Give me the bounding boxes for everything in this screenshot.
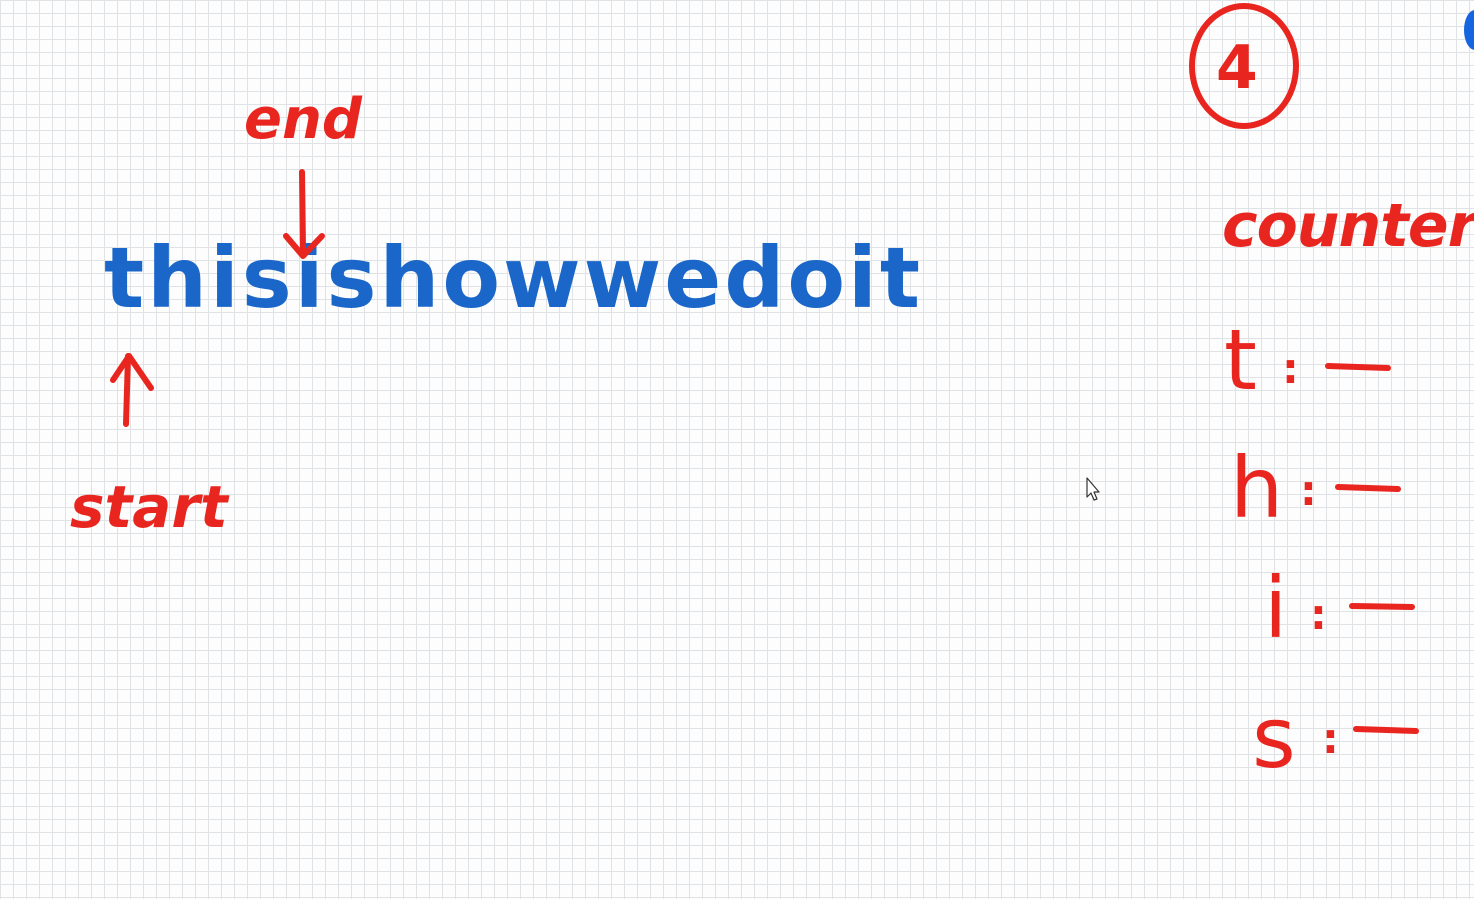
start-label: start xyxy=(70,473,228,541)
counter-letter-t: t xyxy=(1224,311,1257,409)
arrow-up-icon xyxy=(110,353,154,427)
mouse-cursor-icon xyxy=(1086,477,1100,501)
counter-separator: : xyxy=(1310,590,1327,639)
counter-separator: : xyxy=(1282,344,1299,393)
counter-separator: : xyxy=(1300,466,1317,515)
step-number: 4 xyxy=(1216,33,1258,103)
counter-blank-lines xyxy=(1325,363,1419,734)
end-label: end xyxy=(244,87,362,152)
counter-title: counter xyxy=(1222,191,1474,261)
sentence-text: thisishowwedoit xyxy=(104,229,924,327)
counter-separator: : xyxy=(1322,714,1339,763)
counter-letter-h: h xyxy=(1230,439,1284,537)
counter-letter-s: s xyxy=(1252,689,1296,787)
toolbar-button[interactable] xyxy=(1464,10,1474,50)
arrow-down-icon xyxy=(283,169,325,259)
counter-letter-i: i xyxy=(1264,559,1288,657)
circle-annotation-icon xyxy=(1189,3,1299,129)
